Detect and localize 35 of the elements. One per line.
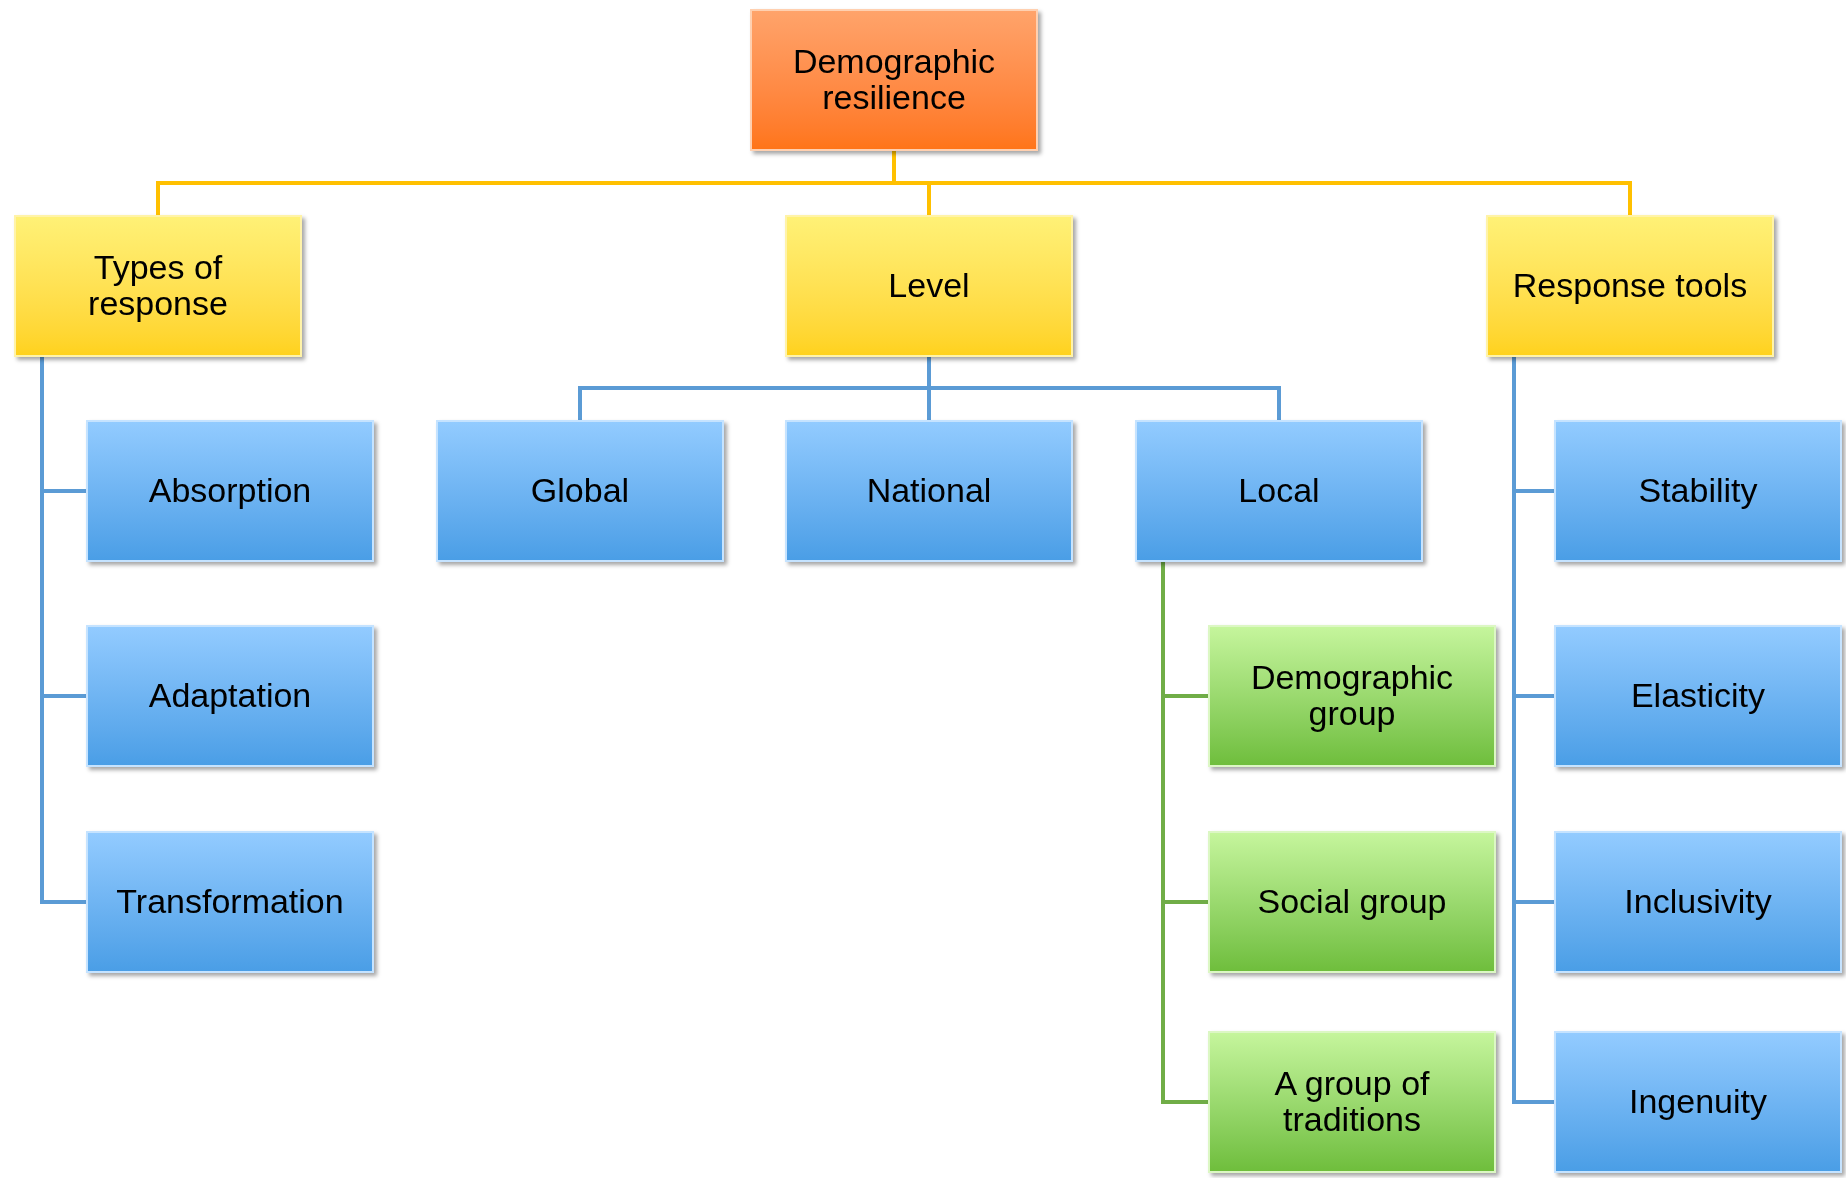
box-label: Ingenuity: [1629, 1084, 1767, 1120]
hierarchy-box: [785, 420, 1073, 562]
box-label: National: [866, 473, 992, 509]
box-label: Adaptation: [148, 678, 312, 714]
box-label: Social group: [1257, 884, 1447, 920]
box-label: Response tools: [1512, 268, 1748, 304]
hierarchy-box: [1554, 831, 1842, 973]
hierarchy-box: [86, 831, 374, 973]
hierarchy-box: [436, 420, 724, 562]
hierarchy-box: [785, 215, 1073, 357]
box-label: A group of traditions: [1273, 1066, 1431, 1138]
hierarchy-box: [1554, 420, 1842, 562]
box-label: Types of response: [87, 250, 229, 322]
box-label: Local: [1238, 473, 1320, 509]
box-label: Demographic group: [1249, 660, 1455, 732]
connector-line: [927, 357, 1281, 420]
hierarchy-box: [1208, 625, 1496, 767]
box-label: Level: [888, 268, 970, 304]
hierarchy-box: [1554, 1031, 1842, 1173]
hierarchy-box: [86, 420, 374, 562]
hierarchy-box: [86, 625, 374, 767]
hierarchy-box: [1486, 215, 1774, 357]
hierarchy-box: [1208, 831, 1496, 973]
box-label: Transformation: [116, 884, 344, 920]
box-label: Demographic resilience: [791, 44, 997, 116]
box-label: Stability: [1638, 473, 1758, 509]
box-label: Absorption: [148, 473, 312, 509]
box-label: Elasticity: [1630, 678, 1766, 714]
hierarchy-box: [1135, 420, 1423, 562]
hierarchy-box: [1208, 1031, 1496, 1173]
hierarchy-box: [1554, 625, 1842, 767]
hierarchy-box: [14, 215, 302, 357]
box-label: Global: [530, 473, 630, 509]
box-label: Inclusivity: [1624, 884, 1772, 920]
hierarchy-box: [750, 9, 1038, 151]
